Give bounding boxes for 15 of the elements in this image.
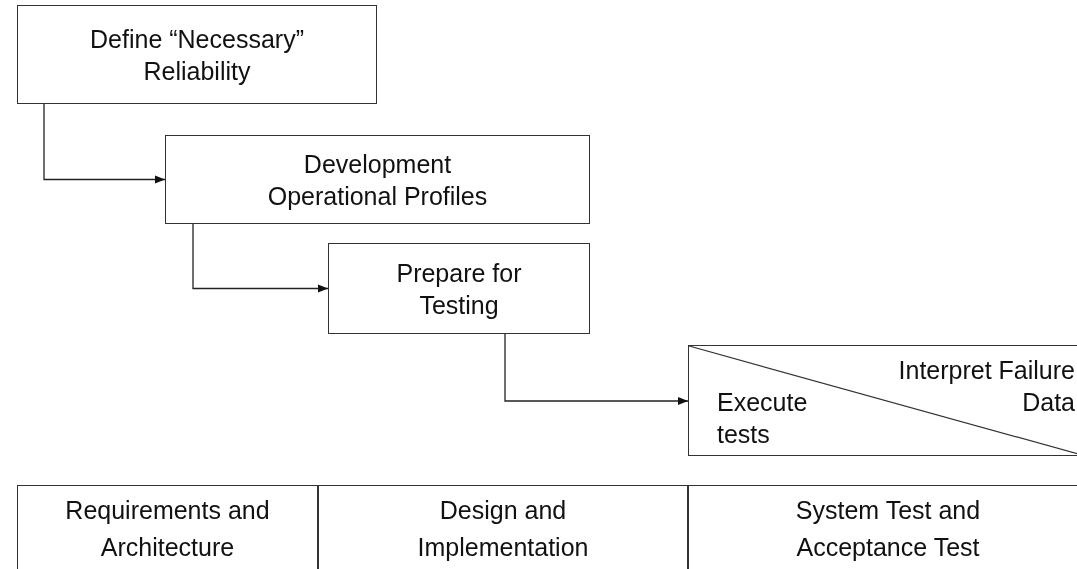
split-process-box [688, 345, 1077, 456]
node-label: Execute tests [717, 387, 809, 450]
process-box [328, 243, 590, 334]
node-label: Development Operational Profiles [266, 148, 489, 212]
phase-label: Design and Implementation [416, 495, 590, 563]
phase-label: Requirements and Architecture [64, 495, 271, 563]
process-box [17, 5, 377, 104]
node-label: Define “Necessary” Reliability [89, 23, 305, 87]
connector-arrow [192, 223, 329, 293]
connector-arrow [43, 103, 166, 184]
connector-arrow [504, 333, 689, 406]
phase-label: System Test and Acceptance Test [794, 495, 982, 563]
node-label: Interpret Failure Data [897, 355, 1075, 418]
process-box [165, 135, 590, 224]
node-label: Prepare for Testing [395, 257, 523, 321]
